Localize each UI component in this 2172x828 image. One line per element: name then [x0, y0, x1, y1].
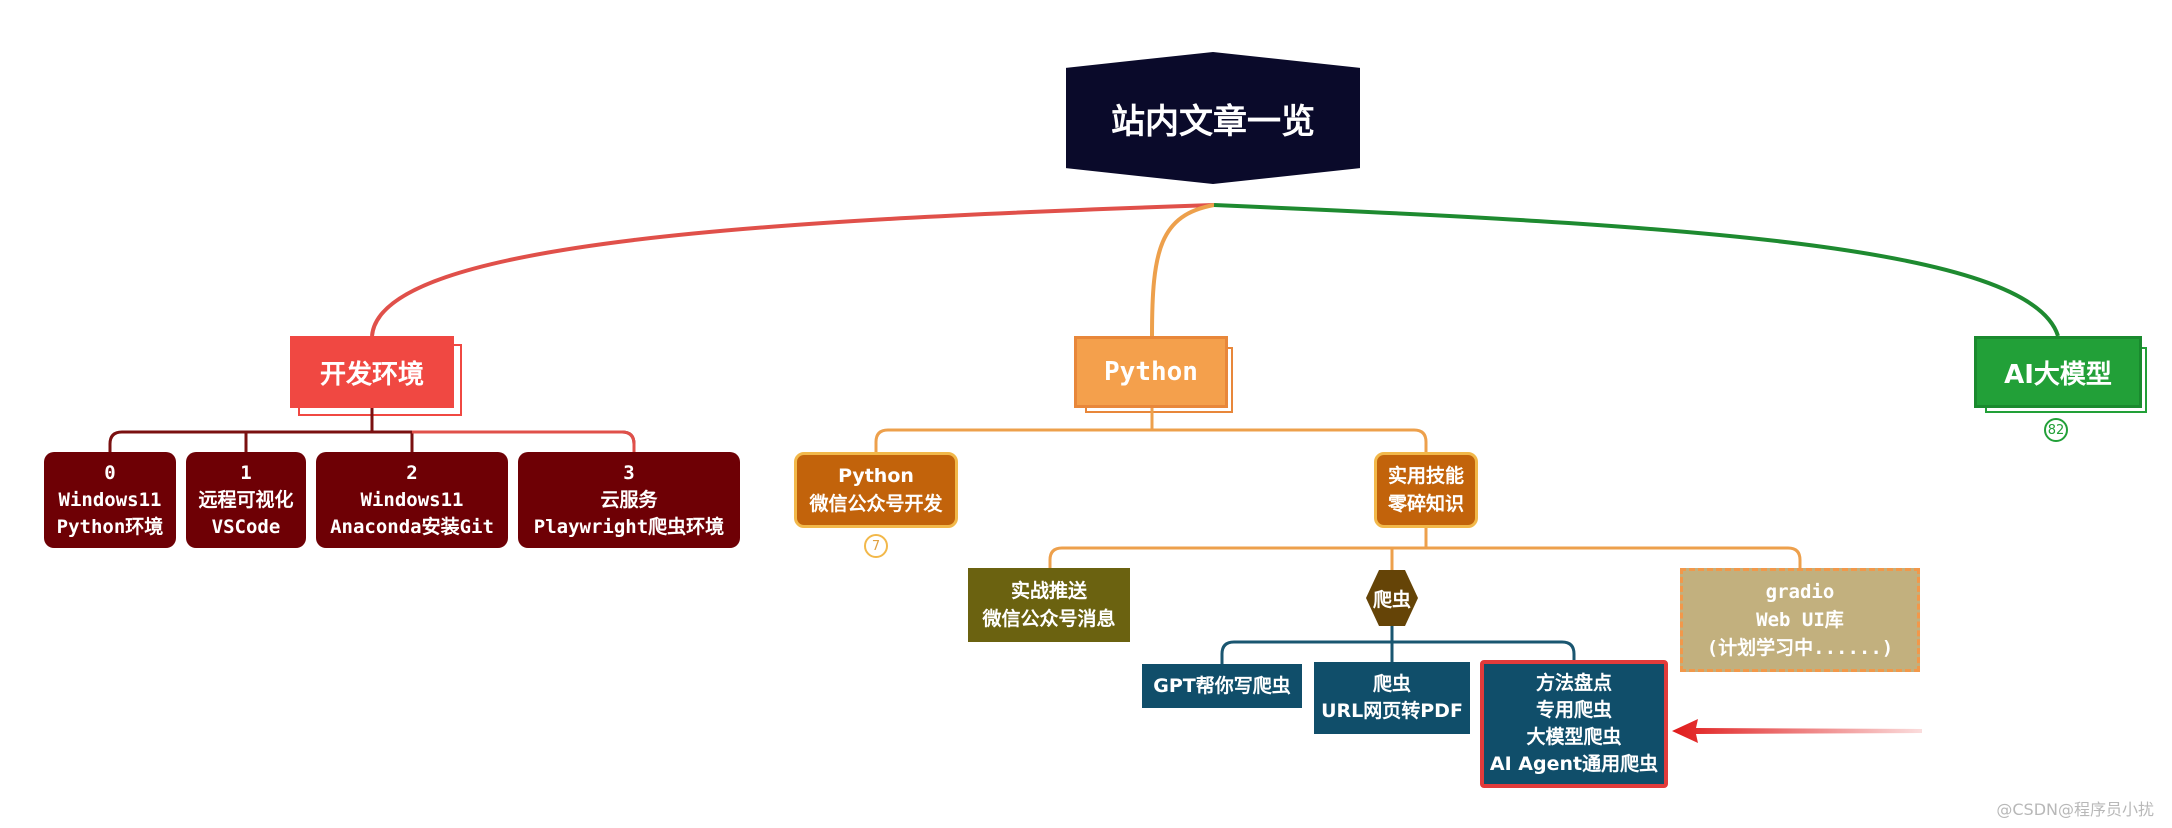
- edge-dev-children: [108, 408, 636, 452]
- python-skills-node[interactable]: 实用技能 零碎知识: [1374, 452, 1478, 528]
- root-node[interactable]: 站内文章一览: [1066, 52, 1360, 184]
- dev-node-0[interactable]: 0 Windows11 Python环境: [44, 452, 176, 548]
- branch-ai-label: AI大模型: [2004, 359, 2112, 390]
- highlight-arrow-icon: [1672, 719, 1922, 743]
- watermark: @CSDN@程序员小扰: [1996, 800, 2154, 819]
- skills-gradio-node[interactable]: gradio Web UI库 (计划学习中......): [1680, 568, 1920, 672]
- skills-push-node[interactable]: 实战推送 微信公众号消息: [968, 568, 1130, 642]
- crawler-url-pdf-node[interactable]: 爬虫 URL网页转PDF: [1314, 662, 1470, 734]
- dev-node-3[interactable]: 3 云服务 Playwright爬虫环境: [518, 452, 740, 548]
- dev-node-1[interactable]: 1 远程可视化 VSCode: [186, 452, 306, 548]
- dev-node-2[interactable]: 2 Windows11 Anaconda安装Git: [316, 452, 508, 548]
- root-label: 站内文章一览: [1111, 101, 1315, 142]
- crawler-gpt-node[interactable]: GPT帮你写爬虫: [1142, 664, 1302, 708]
- wechat-count-badge[interactable]: 7: [864, 534, 888, 558]
- crawler-methods-node[interactable]: 方法盘点 专用爬虫 大模型爬虫 AI Agent通用爬虫: [1480, 660, 1668, 788]
- branch-dev-label: 开发环境: [319, 359, 424, 390]
- ai-count-badge[interactable]: 82: [2044, 418, 2068, 442]
- edge-python-children: [874, 408, 1428, 452]
- edge-crawler-children: [1220, 626, 1576, 664]
- branch-ai[interactable]: AI大模型: [1974, 336, 2147, 413]
- branch-python[interactable]: Python: [1074, 336, 1233, 413]
- branch-python-label: Python: [1104, 357, 1198, 387]
- edge-skills-children: [1048, 528, 1802, 570]
- edge-root-ai: [1213, 203, 2060, 337]
- edge-dev-children-right: [412, 430, 636, 452]
- branch-dev[interactable]: 开发环境: [290, 336, 462, 416]
- edge-root-dev: [370, 203, 1215, 337]
- edge-root-python: [1150, 203, 1215, 337]
- python-wechat-node[interactable]: Python 微信公众号开发: [794, 452, 958, 528]
